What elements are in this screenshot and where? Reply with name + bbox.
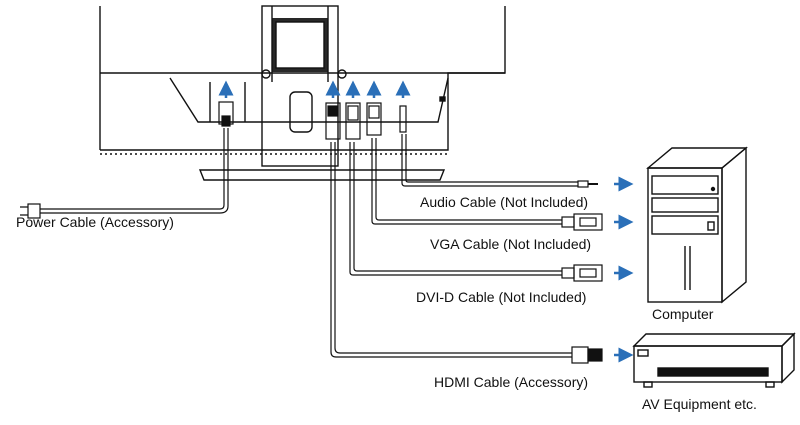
hdmi-plug-head [587, 348, 603, 362]
vga-plug-head [573, 213, 603, 231]
power-cable-label: Power Cable (Accessory) [16, 214, 174, 230]
hdmi-plug [571, 346, 589, 364]
dvi-plug-head [573, 264, 603, 282]
monitor-ports [218, 101, 407, 140]
computer-top [646, 147, 748, 169]
kensington-slot [439, 96, 446, 102]
audio-plug [577, 180, 589, 188]
drive-bay-2 [651, 197, 719, 213]
audio-cable-line [401, 134, 578, 187]
insert-arrows [218, 80, 411, 98]
vga-cable-line [371, 138, 562, 225]
monitor-rear-view [99, 5, 506, 181]
dvi-cable-label: DVI-D Cable (Not Included) [416, 289, 587, 305]
hdmi-cable-label: HDMI Cable (Accessory) [434, 374, 589, 390]
drive-bay-1 [651, 175, 719, 195]
screw-right [337, 69, 347, 79]
vga-plug [561, 216, 575, 228]
av-front [633, 345, 783, 383]
power-plug [27, 203, 41, 219]
computer-label: Computer [652, 306, 714, 322]
vga-cable-label: VGA Cable (Not Included) [430, 236, 592, 252]
av-slot [657, 367, 769, 377]
cable-hole [289, 91, 313, 133]
stand-base [198, 169, 446, 181]
screw-left [261, 69, 271, 79]
computer-front [647, 167, 723, 303]
drive-bay-3 [651, 215, 719, 235]
computer-side [721, 146, 747, 304]
av-top [632, 333, 796, 347]
av-equipment-label: AV Equipment etc. [642, 396, 757, 412]
audio-jack [399, 105, 407, 133]
dvi-cable-line [349, 142, 562, 276]
audio-cable-label: Audio Cable (Not Included) [420, 194, 589, 210]
computer-tower [646, 146, 748, 304]
av-equipment-device [632, 332, 796, 388]
hdmi-port [325, 102, 341, 140]
dvi-port [345, 102, 361, 140]
device-arrows [614, 176, 634, 363]
dvi-plug [561, 267, 575, 279]
av-side [781, 332, 795, 384]
hdmi-cable-line [330, 142, 572, 358]
vga-port [366, 102, 382, 136]
power-cable [40, 128, 225, 210]
cables [20, 128, 603, 364]
